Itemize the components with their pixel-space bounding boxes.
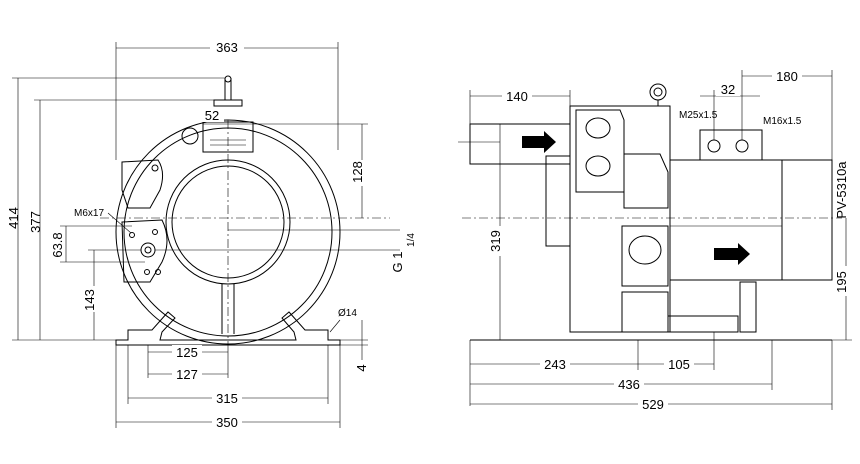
label-m16: M16x1.5 bbox=[763, 116, 802, 127]
terminal-box-upper bbox=[121, 159, 164, 209]
model-label: PV-5310a bbox=[834, 161, 849, 219]
bolt-hole-5 bbox=[155, 269, 161, 275]
dim-363: 363 bbox=[216, 40, 238, 55]
inlet-arrow bbox=[522, 131, 556, 153]
dim-52: 52 bbox=[205, 108, 219, 123]
inlet-port-lower bbox=[585, 155, 611, 177]
outlet-arrow bbox=[714, 243, 750, 265]
side-lifting-eye bbox=[649, 83, 667, 101]
conn-m25 bbox=[707, 139, 721, 153]
mid-housing bbox=[623, 153, 669, 209]
bolt-hole-3 bbox=[152, 229, 158, 235]
thread-port-outer bbox=[140, 242, 156, 258]
side-lifting-eye-inner bbox=[653, 87, 663, 97]
label-bolt: M6x17 bbox=[74, 208, 104, 219]
dim-32: 32 bbox=[721, 82, 735, 97]
motor-fan-cover bbox=[782, 159, 833, 281]
side-flange bbox=[545, 155, 571, 247]
dim-4: 4 bbox=[354, 364, 369, 371]
dim-414: 414 bbox=[6, 207, 21, 229]
inlet-pipe bbox=[469, 123, 571, 165]
outlet-block bbox=[202, 121, 254, 153]
terminal-box-lower bbox=[121, 219, 168, 283]
motor-body bbox=[669, 159, 783, 281]
dim-319: 319 bbox=[488, 230, 503, 252]
dim-377: 377 bbox=[28, 211, 43, 233]
lifting-eye bbox=[224, 75, 232, 83]
dim-529: 529 bbox=[642, 397, 664, 412]
inlet-housing bbox=[575, 109, 625, 193]
dim-125: 125 bbox=[176, 345, 198, 360]
outlet-port bbox=[628, 235, 662, 265]
thread-g1: G 1 bbox=[390, 252, 405, 273]
bolt-leader bbox=[107, 212, 132, 234]
inlet-port-upper bbox=[585, 117, 611, 139]
thread-port-inner bbox=[144, 246, 152, 254]
dim-128: 128 bbox=[350, 161, 365, 183]
terminal-box bbox=[699, 129, 763, 161]
label-m25: M25x1.5 bbox=[679, 110, 718, 121]
lifting-eye-base bbox=[213, 99, 243, 107]
bolt-hole-1 bbox=[151, 164, 159, 172]
dim-243: 243 bbox=[544, 357, 566, 372]
dim-350: 350 bbox=[216, 415, 238, 430]
dim-180: 180 bbox=[776, 69, 798, 84]
thread-frac: 1/4 bbox=[406, 233, 417, 247]
label-hole: Ø14 bbox=[338, 308, 357, 319]
dim-436: 436 bbox=[618, 377, 640, 392]
front-view: 363 52 414 377 128 M6x17 63.8 G 1 1/4 bbox=[6, 40, 417, 430]
dim-127: 127 bbox=[176, 367, 198, 382]
dim-63-8: 63.8 bbox=[50, 232, 65, 257]
side-view: 140 180 32 M25x1.5 M16x1.5 PV-5310a 319 … bbox=[458, 69, 854, 412]
dim-195: 195 bbox=[834, 271, 849, 293]
pump-body bbox=[569, 105, 671, 333]
motor-foot bbox=[739, 281, 757, 333]
bolt-hole-4 bbox=[144, 269, 150, 275]
base-plate bbox=[667, 315, 739, 333]
hole-leader bbox=[329, 319, 341, 333]
dim-105: 105 bbox=[668, 357, 690, 372]
base-support bbox=[621, 291, 669, 333]
dim-143: 143 bbox=[82, 289, 97, 311]
dim-315: 315 bbox=[216, 391, 238, 406]
top-port-circle bbox=[181, 127, 199, 145]
lower-housing bbox=[621, 225, 669, 287]
dim-140: 140 bbox=[506, 89, 528, 104]
bolt-hole-2 bbox=[129, 232, 135, 238]
conn-m16 bbox=[735, 139, 749, 153]
